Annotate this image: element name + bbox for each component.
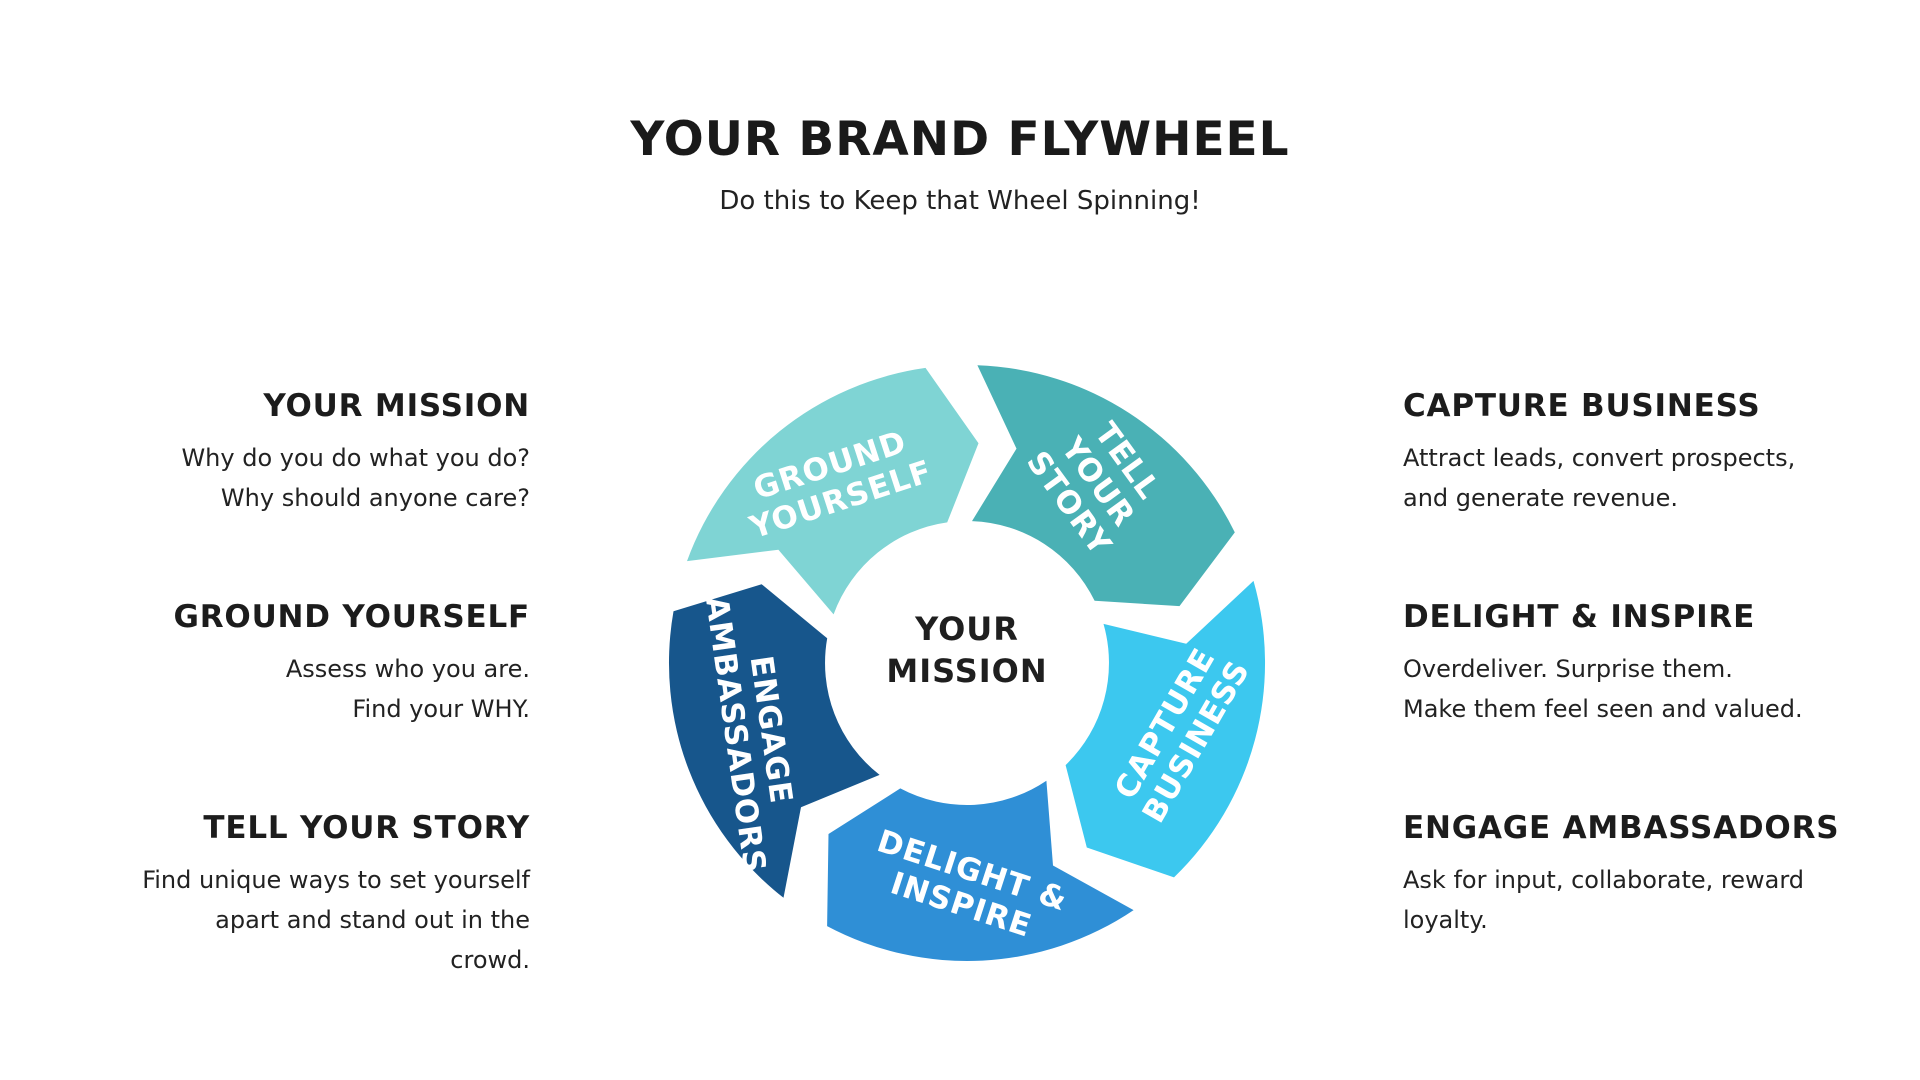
flywheel-segments [668,365,1266,961]
tell-your-story-line: apart and stand out in the [215,906,530,934]
mission-description: Why do you do what you do? Why should an… [50,438,530,518]
delight-inspire-description: Overdeliver. Surprise them. Make them fe… [1403,649,1873,729]
segment-capture-business [1065,580,1266,878]
tell-your-story-line: Find unique ways to set yourself [142,866,530,894]
delight-inspire-block: DELIGHT & INSPIRE Overdeliver. Surprise … [1403,599,1873,729]
segment-delight-inspire [827,780,1134,961]
capture-business-block: CAPTURE BUSINESS Attract leads, convert … [1403,388,1873,518]
tell-your-story-description: Find unique ways to set yourself apart a… [50,860,530,980]
delight-inspire-line: Overdeliver. Surprise them. [1403,655,1733,683]
ground-yourself-line: Find your WHY. [352,695,530,723]
engage-ambassadors-description: Ask for input, collaborate, reward loyal… [1403,860,1873,940]
capture-business-description: Attract leads, convert prospects, and ge… [1403,438,1873,518]
segment-engage-ambassadors [668,584,880,898]
page-subtitle: Do this to Keep that Wheel Spinning! [719,186,1201,216]
engage-ambassadors-line: Ask for input, collaborate, reward [1403,866,1805,894]
delight-inspire-heading: DELIGHT & INSPIRE [1403,599,1756,635]
mission-block: YOUR MISSION Why do you do what you do? … [50,388,530,518]
tell-your-story-heading: TELL YOUR STORY [203,810,530,846]
tell-your-story-block: TELL YOUR STORY Find unique ways to set … [50,810,530,980]
ground-yourself-block: GROUND YOURSELF Assess who you are. Find… [50,599,530,729]
mission-line: Why should anyone care? [220,484,530,512]
capture-business-line: Attract leads, convert prospects, [1403,444,1796,472]
flywheel-hub [829,525,1105,801]
ground-yourself-line: Assess who you are. [285,655,530,683]
hub-label-line: MISSION [886,652,1047,690]
capture-business-line: and generate revenue. [1403,484,1679,512]
ground-yourself-description: Assess who you are. Find your WHY. [50,649,530,729]
capture-business-heading: CAPTURE BUSINESS [1403,388,1761,424]
ground-yourself-heading: GROUND YOURSELF [173,599,530,635]
segment-ground-yourself [687,367,979,615]
engage-ambassadors-heading: ENGAGE AMBASSADORS [1403,810,1840,846]
engage-ambassadors-block: ENGAGE AMBASSADORS Ask for input, collab… [1403,810,1873,940]
tell-your-story-line: crowd. [450,946,530,974]
delight-inspire-line: Make them feel seen and valued. [1403,695,1803,723]
engage-ambassadors-line: loyalty. [1403,906,1488,934]
page-title: YOUR BRAND FLYWHEEL [630,112,1290,167]
mission-line: Why do you do what you do? [181,444,530,472]
hub-label-line: YOUR [914,610,1019,648]
segment-tell-your-story [972,365,1235,607]
mission-heading: YOUR MISSION [263,388,530,424]
